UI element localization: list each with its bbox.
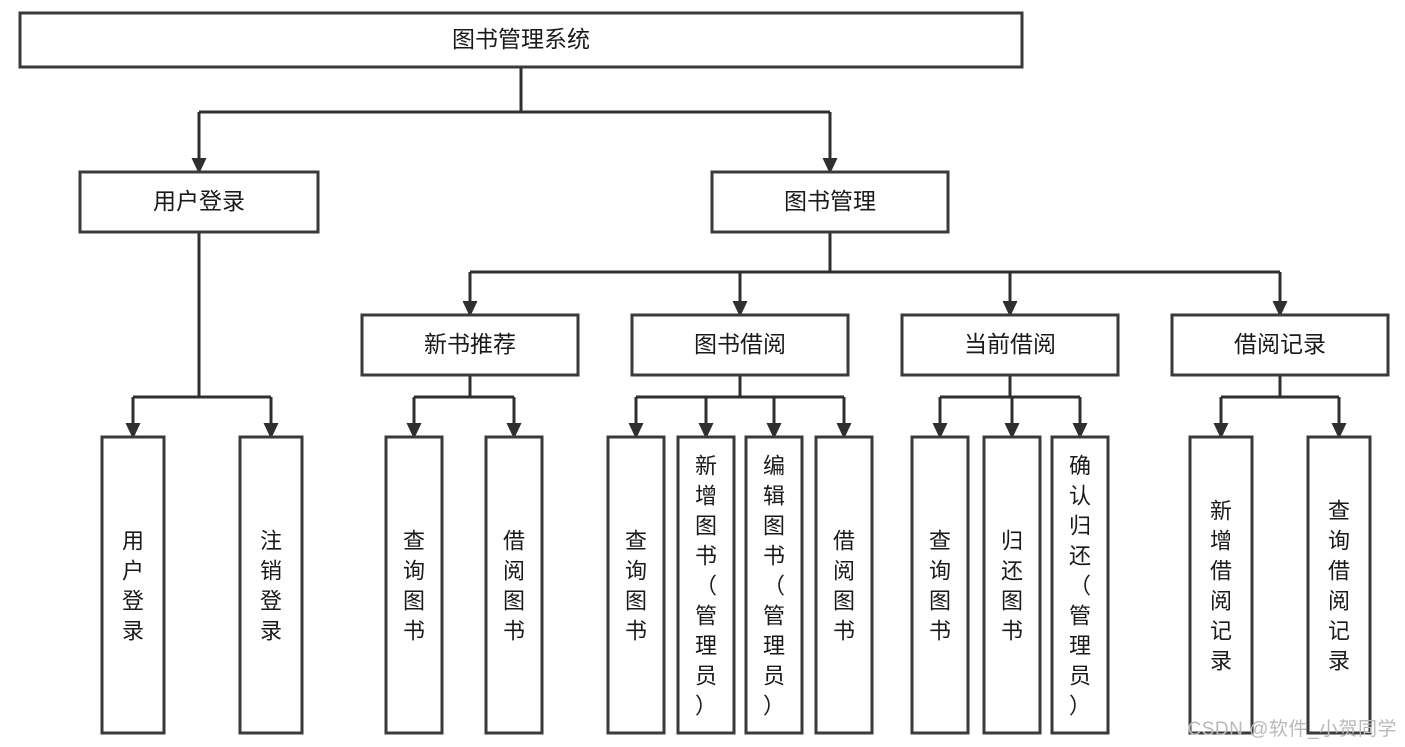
arrow-head-icon [1213,423,1229,439]
arrow-head-icon [125,423,141,439]
node-box-user-login [78,170,320,234]
node-label-leaf-user-logout: 注销登录 [260,528,282,643]
node-box-leaf-user-logout [238,435,304,735]
node-leaf-add-book[interactable]: 新增图书（管理员） [676,435,736,735]
connector-group-user-login [125,232,279,439]
node-box-leaf-add-record [1188,435,1254,735]
node-borrow-record[interactable]: 借阅记录 [1170,313,1390,377]
node-label-borrow-record: 借阅记录 [1234,331,1326,357]
connector-group-book-borrow [628,375,852,439]
node-label-new-book-rec: 新书推荐 [424,331,516,357]
node-label-leaf-borrow-book: 借阅图书 [833,528,855,643]
arrow-head-icon [462,301,478,317]
node-user-login[interactable]: 用户登录 [78,170,320,234]
node-leaf-query-book-borrow[interactable]: 查询图书 [606,435,666,735]
arrow-head-icon [732,301,748,317]
node-box-leaf-user-login [100,435,166,735]
node-book-manage[interactable]: 图书管理 [710,170,950,234]
arrow-head-icon [766,423,782,439]
node-label-leaf-user-login: 用户登录 [122,528,144,643]
node-leaf-borrow-book-rec[interactable]: 借阅图书 [484,435,544,735]
node-label-leaf-confirm-return: 确认归还（管理员） [1069,453,1091,718]
arrow-head-icon [1272,301,1288,317]
node-box-leaf-return-book [982,435,1042,735]
node-leaf-confirm-return[interactable]: 确认归还（管理员） [1050,435,1110,735]
node-leaf-query-book-cur[interactable]: 查询图书 [910,435,970,735]
node-box-leaf-confirm-return [1050,435,1110,735]
connector-group-root [191,67,838,174]
connector-group-new-book-rec [406,375,522,439]
arrow-head-icon [506,423,522,439]
arrow-head-icon [406,423,422,439]
node-label-leaf-query-book-rec: 查询图书 [403,528,425,643]
node-root[interactable]: 图书管理系统 [18,11,1024,69]
node-box-new-book-rec [360,313,580,377]
connector-group-current-borrow [932,375,1088,439]
node-box-leaf-query-book-borrow [606,435,666,735]
node-box-leaf-query-book-rec [384,435,444,735]
arrow-head-icon [628,423,644,439]
arrow-head-icon [822,158,838,174]
connector-group-borrow-record [1213,375,1347,439]
node-new-book-rec[interactable]: 新书推荐 [360,313,580,377]
node-label-leaf-query-book-borrow: 查询图书 [625,528,647,643]
node-box-leaf-borrow-book-rec [484,435,544,735]
watermark-text: CSDN @软件_小贺同学 [1187,719,1397,740]
node-label-leaf-add-book: 新增图书（管理员） [695,453,717,718]
node-label-leaf-borrow-book-rec: 借阅图书 [503,528,525,643]
node-box-book-manage [710,170,950,234]
node-leaf-add-record[interactable]: 新增借阅记录 [1188,435,1254,735]
node-label-leaf-query-record: 查询借阅记录 [1328,498,1350,673]
node-label-leaf-return-book: 归还图书 [1001,528,1023,643]
arrow-head-icon [836,423,852,439]
arrow-head-icon [1004,423,1020,439]
node-label-user-login: 用户登录 [153,188,245,214]
connector-layer [125,67,1347,439]
connector-group-book-manage [462,232,1288,317]
node-box-leaf-query-book-cur [910,435,970,735]
arrow-head-icon [1331,423,1347,439]
node-box-borrow-record [1170,313,1390,377]
node-leaf-user-logout[interactable]: 注销登录 [238,435,304,735]
node-label-leaf-edit-book: 编辑图书（管理员） [763,453,785,718]
node-box-current-borrow [900,313,1120,377]
node-box-leaf-edit-book [744,435,804,735]
node-leaf-user-login[interactable]: 用户登录 [100,435,166,735]
arrow-head-icon [1002,301,1018,317]
node-label-leaf-add-record: 新增借阅记录 [1210,498,1232,673]
node-label-root: 图书管理系统 [452,26,590,52]
node-box-leaf-borrow-book [814,435,874,735]
node-leaf-borrow-book[interactable]: 借阅图书 [814,435,874,735]
arrow-head-icon [698,423,714,439]
node-label-book-borrow: 图书借阅 [694,331,786,357]
node-layer: 图书管理系统用户登录图书管理新书推荐图书借阅当前借阅借阅记录用户登录注销登录查询… [18,11,1390,735]
node-leaf-query-book-rec[interactable]: 查询图书 [384,435,444,735]
node-label-book-manage: 图书管理 [784,188,876,214]
node-box-book-borrow [630,313,850,377]
node-leaf-return-book[interactable]: 归还图书 [982,435,1042,735]
node-box-leaf-query-record [1306,435,1372,735]
arrow-head-icon [263,423,279,439]
node-book-borrow[interactable]: 图书借阅 [630,313,850,377]
node-current-borrow[interactable]: 当前借阅 [900,313,1120,377]
arrow-head-icon [932,423,948,439]
node-label-current-borrow: 当前借阅 [964,331,1056,357]
arrow-head-icon [191,158,207,174]
node-box-root [18,11,1024,69]
arrow-head-icon [1072,423,1088,439]
node-box-leaf-add-book [676,435,736,735]
node-leaf-query-record[interactable]: 查询借阅记录 [1306,435,1372,735]
node-leaf-edit-book[interactable]: 编辑图书（管理员） [744,435,804,735]
node-label-leaf-query-book-cur: 查询图书 [929,528,951,643]
